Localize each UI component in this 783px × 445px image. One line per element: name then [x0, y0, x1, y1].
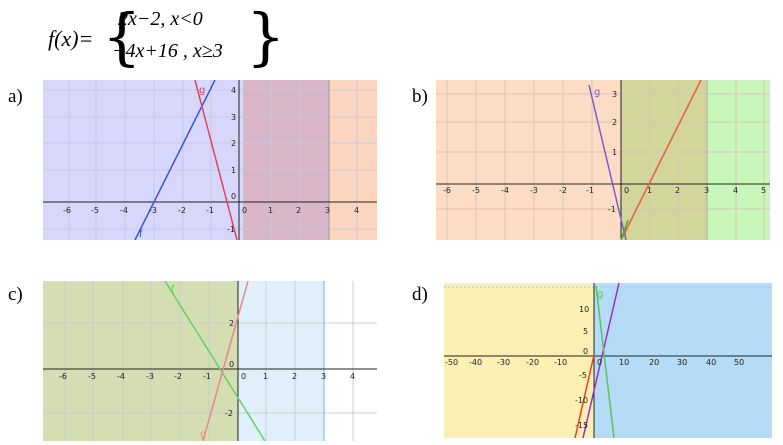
graph-d-ytick: 0: [583, 347, 588, 356]
graph-b-ytick: -1: [608, 205, 616, 214]
formula-open-brace: {: [102, 0, 142, 73]
graph-d-xtick: 30: [677, 358, 687, 367]
graph-d-xtick: -50: [445, 358, 458, 367]
formula-lhs: f(x)=: [48, 26, 94, 51]
graph-a-xtick: -5: [91, 206, 99, 215]
formula-close-brace: }: [246, 0, 286, 73]
graph-d[interactable]: g -50 -40 -30 -20 -10 0 10 20 30 40 50 1…: [444, 283, 772, 438]
graph-c-ytick: 0: [229, 360, 234, 369]
graph-d-xtick: -10: [554, 358, 567, 367]
graph-b-xtick: 0: [624, 186, 629, 195]
graph-a[interactable]: g f -6 -5 -4 -3 -2 -1 0 1 2 3 4 4 3 2 1 …: [43, 80, 377, 240]
graph-a-xtick: -4: [120, 206, 128, 215]
formula-case-1: 2x−2, x<0: [118, 8, 203, 30]
graph-b-xtick: -4: [501, 186, 509, 195]
formula-case-2: −4x+16 , x≥3: [112, 40, 223, 62]
graph-a-xtick: 4: [354, 206, 359, 215]
graph-b-label-g: g: [594, 87, 600, 98]
graph-a-ytick: 1: [231, 166, 236, 175]
graph-c-xtick: -1: [203, 372, 211, 381]
graph-c-xtick: -4: [117, 372, 125, 381]
graph-c-xtick: -5: [88, 372, 96, 381]
graph-c-xtick: 4: [350, 372, 355, 381]
piecewise-formula: f(x)= { 2x−2, x<0 −4x+16 , x≥3 }: [20, 0, 320, 76]
graph-a-xtick: 3: [325, 206, 330, 215]
option-a-label: a): [8, 86, 23, 107]
graph-c[interactable]: f g -6 -5 -4 -3 -2 -1 0 1 2 3 4 2 0 -2: [43, 281, 377, 441]
graph-d-ytick: -10: [575, 396, 588, 405]
graph-c-label-f: f: [171, 284, 175, 295]
graph-b-xtick: 1: [647, 186, 652, 195]
graph-c-xtick: 2: [292, 372, 297, 381]
graph-c-ytick: 2: [229, 319, 234, 328]
graph-d-xtick: -40: [469, 358, 482, 367]
graph-d-xtick: 20: [649, 358, 659, 367]
graph-d-xtick: -30: [497, 358, 510, 367]
graph-c-xtick: -2: [174, 372, 182, 381]
graph-a-ytick: 2: [231, 139, 236, 148]
graph-d-label-g: g: [597, 289, 603, 300]
graph-b-ytick: 2: [612, 118, 617, 127]
graph-a-label-g: g: [199, 85, 205, 96]
option-b-label: b): [412, 86, 428, 107]
graph-c-xtick: -6: [59, 372, 67, 381]
graph-c-xtick: 1: [263, 372, 268, 381]
graph-d-xtick: -20: [526, 358, 539, 367]
graph-d-xtick: 0: [597, 358, 602, 367]
graph-d-ytick: 5: [583, 327, 588, 336]
graph-b-xtick: -2: [559, 186, 567, 195]
graph-a-ytick: 3: [231, 113, 236, 122]
graph-d-xtick: 10: [619, 358, 629, 367]
graph-b-xtick: -5: [472, 186, 480, 195]
graph-a-xtick: -1: [206, 206, 214, 215]
graph-a-xtick: -6: [63, 206, 71, 215]
graph-b-xtick: -3: [530, 186, 538, 195]
option-d-label: d): [412, 284, 428, 305]
graph-d-ytick: -15: [575, 421, 588, 430]
graph-c-xtick: 0: [241, 372, 246, 381]
graph-c-xtick: 3: [321, 372, 326, 381]
graph-b-xtick: -1: [586, 186, 594, 195]
graph-a-ytick: 0: [231, 192, 236, 201]
graph-d-xtick: 40: [706, 358, 716, 367]
graph-c-xtick: -3: [146, 372, 154, 381]
graph-a-xtick: 2: [296, 206, 301, 215]
graph-a-xtick: -3: [149, 206, 157, 215]
graph-d-ytick: 10: [579, 305, 589, 314]
graph-b-xtick: 3: [704, 186, 709, 195]
graph-b[interactable]: g f -6 -5 -4 -3 -2 -1 0 1 2 3 4 5 3 2 1 …: [436, 80, 770, 240]
graph-b-ytick: 1: [612, 148, 617, 157]
graph-a-ytick: 4: [231, 86, 236, 95]
graph-d-ytick: -5: [579, 371, 587, 380]
graph-b-xtick: 2: [675, 186, 680, 195]
graph-a-label-f: f: [139, 229, 143, 240]
graph-b-xtick: -6: [443, 186, 451, 195]
graph-a-xtick: -2: [178, 206, 186, 215]
graph-c-label-g: g: [200, 429, 206, 440]
graph-d-xtick: 50: [734, 358, 744, 367]
graph-a-xtick: 0: [242, 206, 247, 215]
graph-b-ytick: 3: [612, 90, 617, 99]
graph-c-ytick: -2: [225, 409, 233, 418]
graph-b-label-f: f: [624, 228, 628, 239]
graph-b-xtick: 5: [761, 186, 766, 195]
option-c-label: c): [8, 284, 23, 305]
graph-b-xtick: 4: [733, 186, 738, 195]
graph-a-xtick: 1: [268, 206, 273, 215]
graph-a-ytick: -1: [227, 225, 235, 234]
